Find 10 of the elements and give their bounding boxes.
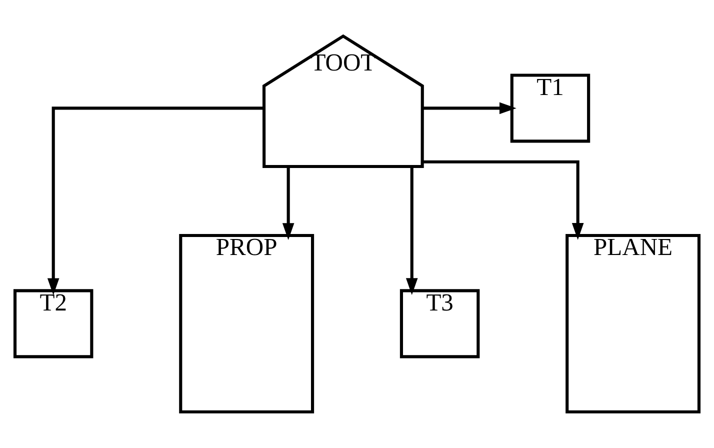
node-box: T2 <box>13 289 94 358</box>
arrow <box>422 102 516 114</box>
arrow <box>282 167 294 240</box>
arrow <box>406 167 418 295</box>
node-box: PLANE <box>566 234 701 414</box>
node-box: T1 <box>510 74 590 143</box>
arrow <box>47 106 264 296</box>
arrow <box>422 160 584 240</box>
node-box: PROP <box>179 234 314 414</box>
node-box: T3 <box>400 289 480 358</box>
